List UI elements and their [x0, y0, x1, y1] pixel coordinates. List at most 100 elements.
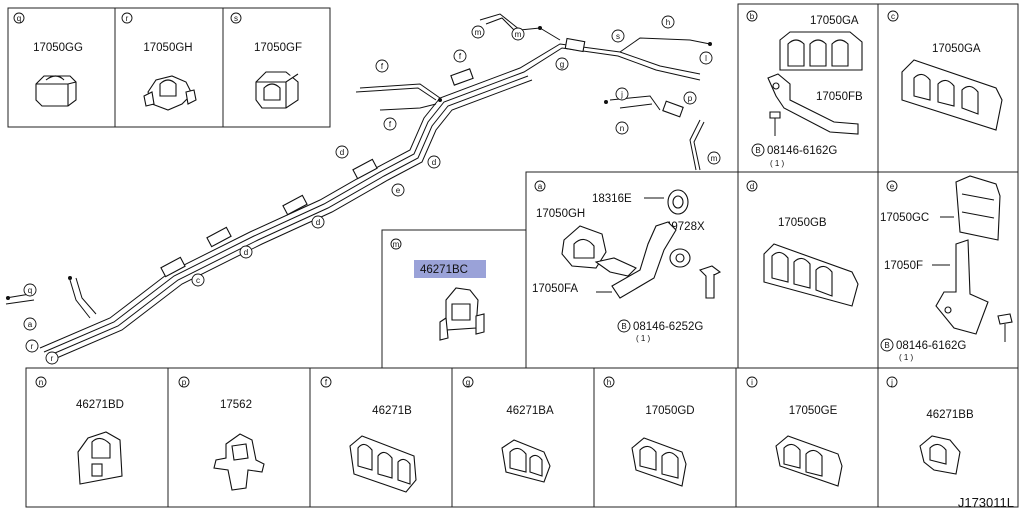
callout: r: [31, 342, 34, 351]
part-number: 46271B: [372, 405, 412, 417]
callout: f: [459, 52, 462, 61]
callout: d: [340, 148, 344, 157]
callout: f: [381, 62, 384, 71]
callout: f: [389, 120, 392, 129]
clip-drawing: [779, 31, 863, 71]
callout: m: [515, 30, 522, 39]
ref-letter: a: [538, 182, 543, 191]
grommet-drawing: [667, 189, 689, 215]
part-number: 17050GG: [33, 42, 83, 54]
callout: c: [196, 276, 200, 285]
callout: p: [688, 94, 693, 103]
ref-letter: n: [39, 378, 43, 387]
part-number: 17050GH: [143, 42, 192, 54]
pipe-callouts: m m f f f g s h l j p n m d d e d d c q …: [23, 15, 721, 365]
bolt-ref: B: [884, 341, 889, 350]
bolt-number: 08146-6162G: [896, 340, 966, 352]
part-number: 46271BC: [420, 264, 468, 276]
ref-letter: j: [890, 378, 893, 387]
bolt-number: 08146-6252G: [633, 321, 703, 333]
detail-a: a 18316E 17050GH 49728X 17050FA B 08146-…: [525, 171, 739, 369]
bolt-drawing: [769, 111, 781, 136]
box-i: i 17050GE: [735, 367, 879, 508]
detail-e: e 17050GC 17050F B 08146-6162G ( 1 ): [877, 171, 1019, 369]
callout: e: [396, 186, 401, 195]
ref-letter: m: [393, 240, 400, 249]
clip-46271ba-drawing: [501, 439, 551, 483]
box-r: r 17050GH: [114, 7, 224, 128]
callout: l: [705, 54, 707, 63]
clip-drawing: [955, 175, 1001, 241]
ref-letter: r: [126, 14, 129, 23]
ref-letter: g: [466, 378, 470, 387]
clip-drawing: [763, 243, 859, 307]
clip-46271bc-drawing: [439, 287, 485, 341]
part-number: 17050GD: [645, 405, 694, 417]
washer-drawing: [669, 248, 691, 268]
callout: a: [28, 320, 33, 329]
callout: h: [666, 18, 670, 27]
clip-17562-drawing: [213, 433, 265, 491]
part-number: 17050GE: [789, 405, 838, 417]
callout: d: [316, 218, 320, 227]
brake-tube-assembly: [5, 13, 712, 361]
bolt-drawing: [698, 265, 722, 299]
ref-letter: b: [750, 12, 755, 21]
part-number-17050fb: 17050FB: [816, 91, 863, 103]
part-number-17050gh: 17050GH: [536, 208, 585, 220]
callout: n: [620, 124, 624, 133]
bolt-drawing: [997, 313, 1013, 342]
bracket-drawing: [767, 73, 859, 135]
callout: g: [560, 60, 564, 69]
clip-46271bd-drawing: [77, 431, 123, 485]
part-number: 46271BB: [926, 409, 974, 421]
detail-b: b 17050GA 17050FB B 08146-6162G ( 1 ): [737, 3, 879, 173]
ref-letter: p: [182, 378, 187, 387]
box-s: s 17050GF: [222, 7, 331, 128]
part-number-17050fa: 17050FA: [532, 283, 578, 295]
part-number-17050ga: 17050GA: [810, 15, 859, 27]
part-number: 17050GA: [932, 43, 981, 55]
diagram-id: J173011L: [958, 495, 1014, 510]
part-number: 46271BD: [76, 399, 124, 411]
clip-drawing: [901, 59, 1003, 131]
bolt-qty: ( 1 ): [770, 159, 785, 168]
callout: d: [432, 158, 436, 167]
bolt-number: 08146-6162G: [767, 145, 837, 157]
ref-letter: i: [751, 378, 753, 387]
part-number: 17050GF: [254, 42, 302, 54]
clip-17050gd-drawing: [631, 437, 687, 487]
clip-17050ge-drawing: [775, 435, 843, 487]
clip-17050gh-drawing: [143, 75, 197, 111]
callout: r: [51, 354, 54, 363]
box-q: q 17050GG: [7, 7, 116, 128]
bracket-drawing: [594, 221, 677, 299]
box-j: j 46271BB: [877, 367, 1019, 508]
ref-letter: e: [890, 182, 895, 191]
clip-17050gg-drawing: [35, 75, 77, 107]
box-f: f 46271B: [309, 367, 453, 508]
detail-d: d 17050GB: [737, 171, 879, 369]
detail-m: m 46271BC: [381, 229, 527, 369]
box-h: h 17050GD: [593, 367, 737, 508]
clip-46271bb-drawing: [919, 435, 961, 475]
callout: q: [28, 286, 32, 295]
callout: j: [620, 90, 623, 99]
clip-17050gf-drawing: [255, 71, 299, 109]
box-p: p 17562: [167, 367, 311, 508]
callout: m: [475, 28, 482, 37]
callout: m: [711, 154, 718, 163]
clip-46271b-drawing: [349, 435, 417, 493]
part-number-17050gc: 17050GC: [880, 212, 929, 224]
ref-letter: c: [891, 12, 895, 21]
ref-letter: q: [17, 14, 21, 23]
part-number-17050f: 17050F: [884, 260, 923, 272]
bolt-ref: B: [755, 146, 760, 155]
detail-c: c 17050GA: [877, 3, 1019, 173]
ref-letter: d: [750, 182, 754, 191]
bolt-qty: ( 1 ): [636, 334, 651, 343]
callout: d: [244, 248, 248, 257]
highlight-part[interactable]: [414, 260, 486, 278]
box-n: n 46271BD: [25, 367, 169, 508]
